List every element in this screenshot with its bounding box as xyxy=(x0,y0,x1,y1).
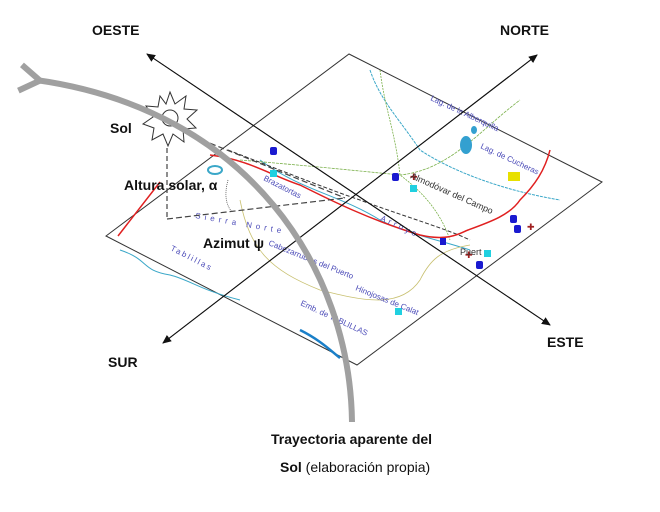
reservoir xyxy=(299,328,341,359)
svg-text:✚: ✚ xyxy=(465,250,473,260)
lagoon xyxy=(460,136,472,154)
railway xyxy=(227,149,471,241)
road xyxy=(117,181,161,237)
track xyxy=(239,99,521,176)
caption-line-2: Sol (elaboración propia) xyxy=(280,459,430,475)
poi-icons xyxy=(270,147,521,269)
east-axis-arrow xyxy=(146,53,551,326)
svg-text:✚: ✚ xyxy=(410,172,418,182)
poi-icons: ✚ ✚ ✚ xyxy=(410,172,535,260)
map-label: Puert xyxy=(460,247,482,257)
sun-label: Sol xyxy=(110,120,132,136)
caption-bold: Sol xyxy=(280,459,302,475)
altitude-label: Altura solar, α xyxy=(124,177,218,193)
south-label: SUR xyxy=(108,354,138,370)
poi-icon xyxy=(508,172,520,181)
map-border xyxy=(105,53,603,366)
river xyxy=(369,69,561,201)
svg-text:✚: ✚ xyxy=(527,222,535,232)
river xyxy=(119,249,241,301)
lagoon xyxy=(471,126,477,134)
south-axis-arrow xyxy=(162,54,538,344)
map-plane: ✚ ✚ ✚ Brazatortas Almodóvar del Campo Pu… xyxy=(105,53,603,366)
lagoon xyxy=(207,165,223,175)
east-label: ESTE xyxy=(547,334,584,350)
track xyxy=(239,199,471,301)
caption-rest: (elaboración propia) xyxy=(302,459,430,475)
north-label: NORTE xyxy=(500,22,549,38)
sun-trajectory-arc xyxy=(17,62,355,423)
azimuth-label: Azimut ψ xyxy=(203,235,264,251)
caption-line-1: Trayectoria aparente del xyxy=(271,431,432,447)
poi-icons xyxy=(270,170,491,315)
road xyxy=(209,149,551,239)
sun-ray-line xyxy=(184,132,346,199)
west-label: OESTE xyxy=(92,22,139,38)
azimuth-line xyxy=(166,197,346,220)
